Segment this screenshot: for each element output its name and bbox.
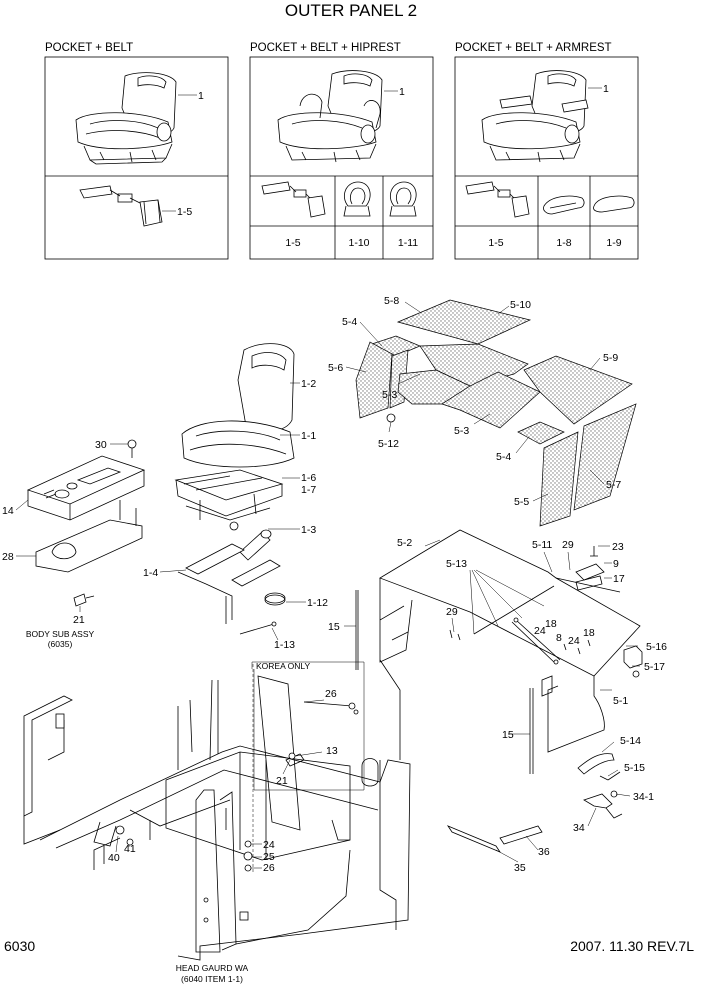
callout: 41 [124,843,136,855]
outer-panel [355,529,643,853]
callout: 24 [534,625,546,637]
callout-labels: 5-8 5-10 5-4 5-6 5-3 5-9 5-12 5-3 5-4 5-… [2,295,667,874]
callout: 18 [545,618,557,630]
callout: 34-1 [633,791,654,803]
callout: 1-12 [307,597,328,609]
callout: 17 [613,573,625,585]
callout: 5-8 [384,295,399,307]
callout: 5-15 [624,762,645,774]
callout: 29 [446,606,458,618]
body-sub-assy-note: BODY SUB ASSY [26,629,95,639]
option-box-2: POCKET + BELT + HIPREST 1 [249,42,434,260]
callout: 5-12 [378,438,399,450]
callout: 5-14 [620,735,641,747]
seat-assembly [174,343,295,635]
callout: 13 [326,745,338,757]
callout: 34 [573,822,585,834]
floor-mats [355,299,637,527]
callout-1-5: 1-5 [285,237,300,249]
callout: 5-13 [446,558,467,570]
callout: 1-13 [274,639,295,651]
korea-only-box [251,661,365,831]
console [26,439,146,607]
belt-drawing [261,181,326,218]
callout: 5-16 [646,641,667,653]
belt-drawing [79,185,163,227]
callout-1-9: 1-9 [606,237,621,249]
callout: 21 [276,775,288,787]
seat-drawing [481,70,589,163]
belt-drawing [465,181,530,218]
callout: 30 [95,439,107,451]
fasteners [243,840,253,872]
callout: 26 [325,688,337,700]
option-box-1: POCKET + BELT 1 1-5 [44,42,229,260]
callout: 14 [2,505,14,517]
callout: 18 [583,627,595,639]
option-box-3: POCKET + BELT + ARMREST 1 [454,42,639,260]
callout: 21 [73,614,85,626]
option-header: POCKET + BELT + HIPREST [250,42,401,54]
callout: 5-6 [328,362,343,374]
callout: 15 [328,621,340,633]
callout: 5-11 [532,539,552,551]
head-guard-note: HEAD GAURD WA [176,963,249,973]
body-frame [23,659,411,961]
callout: 40 [108,852,120,864]
callout-1-10: 1-10 [348,237,369,249]
callout: 1-3 [301,524,316,536]
head-guard-ref: (6040 ITEM 1-1) [181,974,243,984]
leader-lines [15,301,640,872]
callout: 1-6 [301,472,316,484]
hiprest-left-drawing [343,181,371,217]
callout: 1-1 [301,430,316,442]
callout: 24 [568,635,580,647]
seat-drawing [75,72,177,165]
armrest-right-drawing [593,195,635,213]
callout-1-5: 1-5 [177,206,192,218]
korea-only-label: KOREA ONLY [256,661,310,671]
callout: 29 [562,539,574,551]
seat-drawing [277,70,383,163]
callout: 5-3 [382,389,397,401]
callout: 5-1 [613,695,628,707]
callout: 24 [263,839,275,851]
callout: 8 [556,632,562,644]
callout: 5-17 [644,661,665,673]
callout: 5-4 [342,316,357,328]
callout-1: 1 [198,90,204,102]
page-number: 6030 [4,938,35,954]
callout: 1-2 [301,378,316,390]
callout: 26 [263,862,275,874]
callout: 15 [502,729,514,741]
body-sub-assy-ref: (6035) [48,639,73,649]
callout: 9 [613,558,619,570]
option-header: POCKET + BELT [45,42,133,54]
callout: 5-2 [397,537,412,549]
callout: 5-7 [606,479,621,491]
page-title: OUTER PANEL 2 [285,1,417,20]
callout: 1-4 [143,567,158,579]
callout-1-8: 1-8 [556,237,571,249]
callout: 5-10 [510,299,531,311]
callout: 1-7 [301,484,316,496]
callout: 25 [263,851,275,863]
callout: 23 [612,541,624,553]
callout: 5-4 [496,451,511,463]
callout: 35 [514,862,526,874]
callout: 5-9 [603,352,618,364]
callout: 5-3 [454,425,469,437]
callout: 5-5 [514,496,529,508]
hiprest-right-drawing [389,181,417,217]
callout-1-5: 1-5 [488,237,503,249]
callout-1-11: 1-11 [398,237,418,249]
callout-1: 1 [603,83,609,95]
callout: 28 [2,551,14,563]
callout-1: 1 [399,86,405,98]
callout: 36 [538,846,550,858]
armrest-left-drawing [543,195,585,215]
option-header: POCKET + BELT + ARMREST [455,42,612,54]
date-revision: 2007. 11.30 REV.7L [570,938,694,954]
